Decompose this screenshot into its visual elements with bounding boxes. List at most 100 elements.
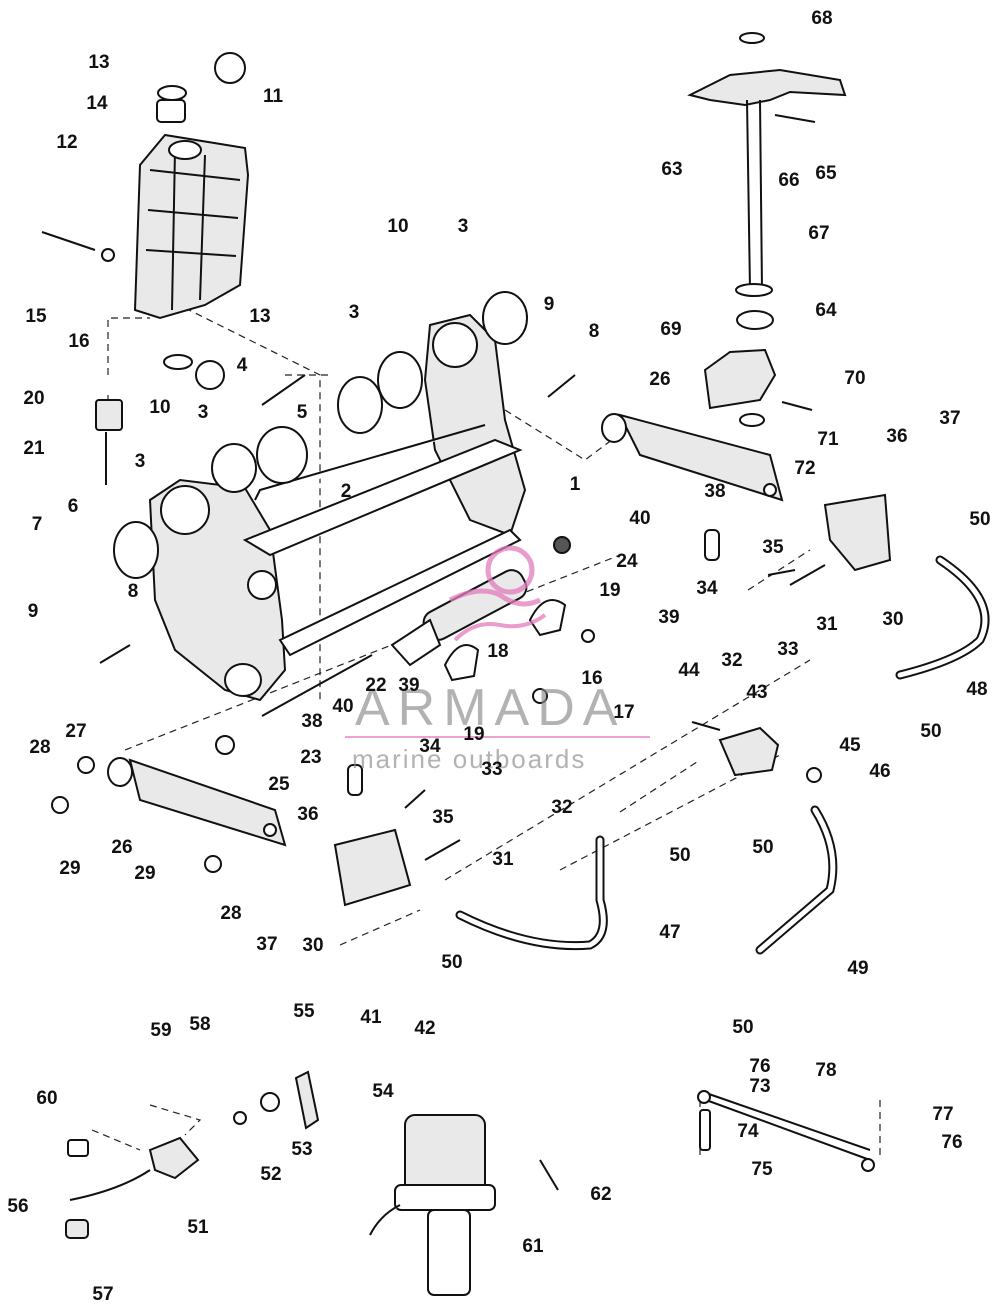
part-31-spacer <box>789 564 826 586</box>
callout-37: 37 <box>256 934 277 955</box>
part-34-bolt-2 <box>404 789 426 809</box>
callout-48: 48 <box>966 679 987 700</box>
callout-71: 71 <box>817 429 839 450</box>
callout-60: 60 <box>36 1088 57 1109</box>
callout-52: 52 <box>260 1164 281 1185</box>
callout-76: 76 <box>749 1056 770 1077</box>
part-29-cap-2 <box>204 855 222 873</box>
lube-icon <box>214 52 246 84</box>
callout-11: 11 <box>263 86 284 107</box>
callout-36: 36 <box>297 804 318 825</box>
callout-36: 36 <box>886 426 907 447</box>
part-24-nut <box>553 536 571 554</box>
part-19-clamp-a <box>528 599 567 637</box>
callout-39: 39 <box>658 607 679 628</box>
callout-1: 1 <box>570 474 581 495</box>
callout-55: 55 <box>293 1001 315 1022</box>
callout-41: 41 <box>360 1007 382 1028</box>
part-54-lever <box>294 1070 320 1130</box>
callout-12: 12 <box>56 132 77 153</box>
part-19-clamp-b <box>443 644 480 682</box>
callout-56: 56 <box>7 1196 28 1217</box>
callout-58: 58 <box>189 1014 210 1035</box>
part-16-washer-2 <box>581 629 595 643</box>
callout-10: 10 <box>149 397 170 418</box>
part-8-pin-2 <box>99 644 131 664</box>
callout-9: 9 <box>28 601 39 622</box>
callout-28: 28 <box>29 737 50 758</box>
watermark-main: ARMADA <box>355 679 625 737</box>
part-1-stern-bracket <box>148 313 527 702</box>
part-29-cap <box>51 796 69 814</box>
callout-50: 50 <box>920 721 941 742</box>
part-65-bolt <box>774 114 816 123</box>
part-53-ring <box>260 1092 280 1112</box>
part-3-ring-c <box>211 443 257 493</box>
part-49-hose <box>755 805 838 955</box>
callout-26: 26 <box>649 369 670 390</box>
callout-2: 2 <box>341 481 352 502</box>
callout-19: 19 <box>463 724 484 745</box>
callout-34: 34 <box>419 736 441 757</box>
callout-29: 29 <box>134 863 155 884</box>
callout-15: 15 <box>25 306 47 327</box>
callout-57: 57 <box>92 1284 113 1305</box>
callout-47: 47 <box>659 922 680 943</box>
callout-50: 50 <box>732 1017 753 1038</box>
callout-26: 26 <box>111 837 132 858</box>
callout-5: 5 <box>297 402 308 423</box>
part-11-bracket <box>133 133 250 320</box>
callout-4: 4 <box>237 355 248 376</box>
callout-59: 59 <box>150 1020 171 1041</box>
part-39-bracket <box>390 618 442 667</box>
part-78-tie-bar <box>697 1090 875 1172</box>
lube-icon-2 <box>195 360 225 390</box>
callout-38: 38 <box>704 481 725 502</box>
part-30-bracket-right <box>823 493 892 572</box>
part-34-bolt <box>767 569 796 576</box>
part-64-bearing <box>736 310 774 330</box>
callout-43: 43 <box>746 682 767 703</box>
callout-24: 24 <box>616 551 638 572</box>
callout-63: 63 <box>661 159 682 180</box>
callout-27: 27 <box>65 721 86 742</box>
part-62-screw <box>539 1159 559 1191</box>
part-30-bracket-left <box>333 828 412 907</box>
callout-54: 54 <box>372 1081 394 1102</box>
callout-68: 68 <box>811 8 832 29</box>
callout-8: 8 <box>589 321 600 342</box>
callout-61: 61 <box>522 1236 544 1257</box>
part-2-gear <box>256 426 308 484</box>
callout-16: 16 <box>581 668 602 689</box>
callout-33: 33 <box>777 639 798 660</box>
callout-32: 32 <box>721 650 742 671</box>
callout-78: 78 <box>815 1060 836 1081</box>
callout-23: 23 <box>300 747 321 768</box>
callout-10: 10 <box>387 216 408 237</box>
callout-13: 13 <box>88 52 109 73</box>
callout-44: 44 <box>678 660 700 681</box>
callout-76: 76 <box>941 1132 962 1153</box>
part-13-ring <box>157 85 187 101</box>
callout-67: 67 <box>808 223 829 244</box>
callout-21: 21 <box>23 438 45 459</box>
callout-50: 50 <box>969 509 990 530</box>
callout-25: 25 <box>268 774 290 795</box>
callout-62: 62 <box>590 1184 611 1205</box>
part-67-washer <box>735 283 773 297</box>
part-57-boot <box>65 1219 89 1239</box>
callout-31: 31 <box>492 849 514 870</box>
callout-16: 16 <box>68 331 89 352</box>
callout-72: 72 <box>794 458 815 479</box>
callout-30: 30 <box>882 609 903 630</box>
callout-8: 8 <box>128 581 139 602</box>
callout-37: 37 <box>939 408 960 429</box>
callout-39: 39 <box>398 675 419 696</box>
callout-77: 77 <box>932 1104 953 1125</box>
part-47-hose <box>455 835 608 951</box>
callout-3: 3 <box>458 216 469 237</box>
callout-19: 19 <box>599 580 620 601</box>
callout-22: 22 <box>365 675 386 696</box>
callout-38: 38 <box>301 711 322 732</box>
callout-6: 6 <box>68 496 79 517</box>
